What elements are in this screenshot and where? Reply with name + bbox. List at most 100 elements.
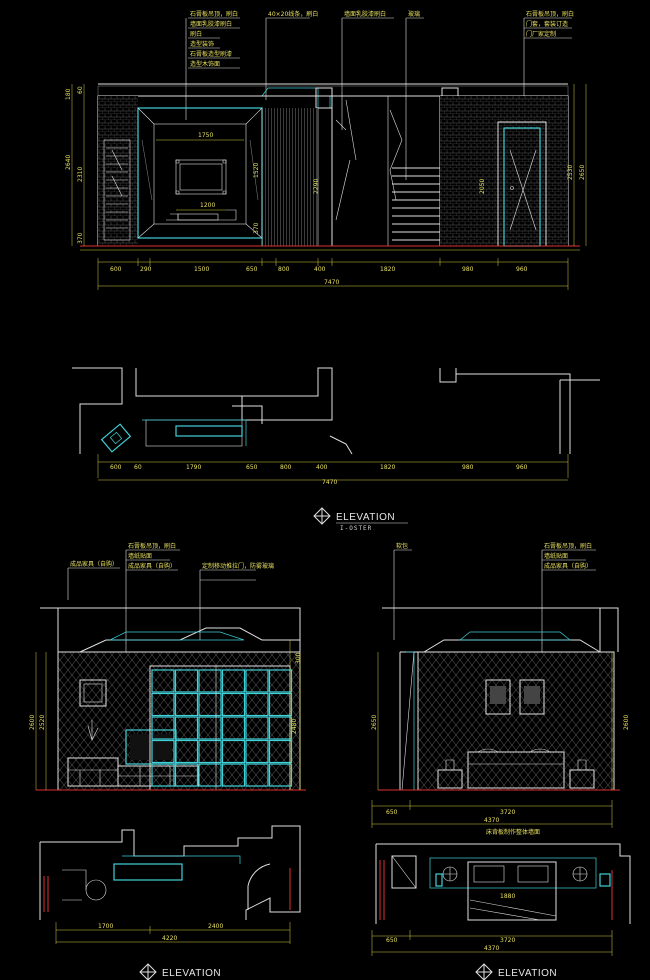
dimension-label: 2640 <box>65 155 72 170</box>
annotation-label: 石膏板吊顶，刷白 <box>526 10 574 18</box>
dimension-label: 1790 <box>186 464 201 471</box>
glass-pane <box>221 669 246 693</box>
annotation-label: 成品家具（自购） <box>544 562 592 570</box>
dimension-label: 600 <box>110 464 122 471</box>
dimension-label: 800 <box>278 266 290 273</box>
dimension-label: 2600 <box>29 715 36 730</box>
dimension-label: 60 <box>134 464 142 471</box>
annotation-label: 软包 <box>396 542 408 550</box>
glass-pane <box>245 763 269 787</box>
annotation-label: 墙纸贴面 <box>128 552 152 560</box>
glass-pane <box>268 739 293 764</box>
plan-3: 1880 650 3720 4370 <box>371 843 631 956</box>
dimension-label: 1700 <box>98 923 113 930</box>
glass-pane <box>198 716 222 740</box>
elevation-title-3: ELEVATION <box>475 963 557 980</box>
elevation-title: ELEVATION <box>162 968 221 979</box>
dimension-total: 7470 <box>322 479 337 486</box>
dimension-label: 650 <box>246 266 258 273</box>
dimension-label: 370 <box>253 222 260 234</box>
annotation-label: 定制移动推拉门，防雾玻璃 <box>202 562 274 570</box>
elevation-title-1: ELEVATION I-OSTER <box>313 507 408 532</box>
glass-pane <box>221 716 246 740</box>
dimension-label: 980 <box>462 266 474 273</box>
dimension-label: 650 <box>386 937 398 944</box>
dimension-label: 3720 <box>500 809 515 816</box>
glass-pane <box>174 692 199 717</box>
glass-pane <box>151 763 175 787</box>
glass-pane <box>268 763 293 787</box>
annotation-label: 门套，套装订造 <box>526 20 568 28</box>
glass-pane <box>268 669 293 693</box>
annotation-label: 造型装饰 <box>190 40 214 48</box>
dimension-label: 650 <box>246 464 258 471</box>
elevation-title-2: ELEVATION <box>139 963 221 980</box>
elevation-title: ELEVATION <box>336 512 395 523</box>
dimension-label: 2520 <box>39 715 46 730</box>
dimension-label: 2650 <box>579 165 586 180</box>
dimension-label: 60 <box>77 86 84 94</box>
dimension-label: 1820 <box>380 464 395 471</box>
dimension-total: 4220 <box>162 935 177 942</box>
annotation-label: 40×20线条，刷白 <box>268 10 318 18</box>
glass-pane <box>198 669 222 693</box>
glass-pane <box>221 763 246 787</box>
dimension-label: 960 <box>516 266 528 273</box>
annotation-label: 墙纸贴面 <box>544 552 568 560</box>
glass-pane <box>268 692 293 717</box>
dimension-label: 1820 <box>380 266 395 273</box>
annotation-label: 墙面乳胶漆刷白 <box>344 10 386 18</box>
dimension-label: 400 <box>316 464 328 471</box>
annotation-label: 石膏板吊顶，刷白 <box>190 10 238 18</box>
dimension-label: 1500 <box>194 266 209 273</box>
dimension-label: 2290 <box>313 179 320 194</box>
dimension-label: 960 <box>516 464 528 471</box>
dimension-label: 600 <box>110 266 122 273</box>
title-symbol-icon <box>139 963 157 980</box>
dimension-label: 1750 <box>198 132 213 139</box>
dimension-label: 2480 <box>291 719 298 734</box>
title-symbol-icon <box>475 963 493 980</box>
annotation-label: 成品家具（自购） <box>70 560 118 568</box>
elevation-subtitle: I-OSTER <box>340 525 372 532</box>
glass-pane <box>174 739 199 764</box>
annotation-label: 造型木饰面 <box>190 60 220 68</box>
dimension-label: 3720 <box>500 937 515 944</box>
glass-pane <box>174 763 199 787</box>
dimension-total: 7470 <box>324 279 339 286</box>
elevation-title: ELEVATION <box>498 968 557 979</box>
elevation-2: 石膏板吊顶，刷白 墙纸贴面 成品家具（自购） 成品家具（自购） 定制移动推拉门，… <box>29 542 306 791</box>
annotation-label: 门厂家定制 <box>526 30 556 38</box>
elevation-3: 软包 石膏板吊顶，刷白 墙纸贴面 成品家具（自购） 2650 2600 650 … <box>371 542 630 836</box>
dimension-label: 180 <box>65 88 72 100</box>
dimension-label: 1200 <box>200 202 215 209</box>
glass-pane <box>268 716 293 740</box>
glass-pane <box>151 716 175 740</box>
annotation-label: 玻璃 <box>408 10 420 18</box>
annotation-label: 床背板制作整体墙面 <box>486 828 540 836</box>
annotation-label: 成品家具（自购） <box>128 562 176 570</box>
dimension-total: 4370 <box>484 945 499 952</box>
dimension-label: 290 <box>140 266 152 273</box>
dimension-label: 400 <box>314 266 326 273</box>
dimension-label: 2400 <box>208 923 223 930</box>
glass-pane <box>198 739 222 764</box>
annotation-label: 石膏板造型刷漆 <box>190 50 232 58</box>
elevation-1: 石膏板吊顶，刷白 墙面乳胶漆刷白 刷白 造型装饰 石膏板造型刷漆 造型木饰面 4… <box>65 10 587 290</box>
dimension-label: 800 <box>280 464 292 471</box>
glass-pane <box>174 716 199 740</box>
glass-pane <box>151 692 175 717</box>
dimension-label: 2530 <box>567 165 574 180</box>
plan-2: 1700 2400 4220 <box>39 825 301 944</box>
annotation-label: 石膏板吊顶，刷白 <box>544 542 592 550</box>
dimension-total: 4370 <box>484 817 499 824</box>
dimension-label: 2650 <box>371 715 378 730</box>
glass-pane <box>245 716 269 740</box>
dimension-label: 2310 <box>77 167 84 182</box>
glass-pane <box>198 763 222 787</box>
elevation-1-annotations: 石膏板吊顶，刷白 墙面乳胶漆刷白 刷白 造型装饰 石膏板造型刷漆 造型木饰面 4… <box>185 10 574 180</box>
glass-pane <box>221 692 246 717</box>
lamp-icon <box>442 866 588 882</box>
annotation-label: 墙面乳胶漆刷白 <box>190 20 232 28</box>
dimension-label: 650 <box>386 809 398 816</box>
